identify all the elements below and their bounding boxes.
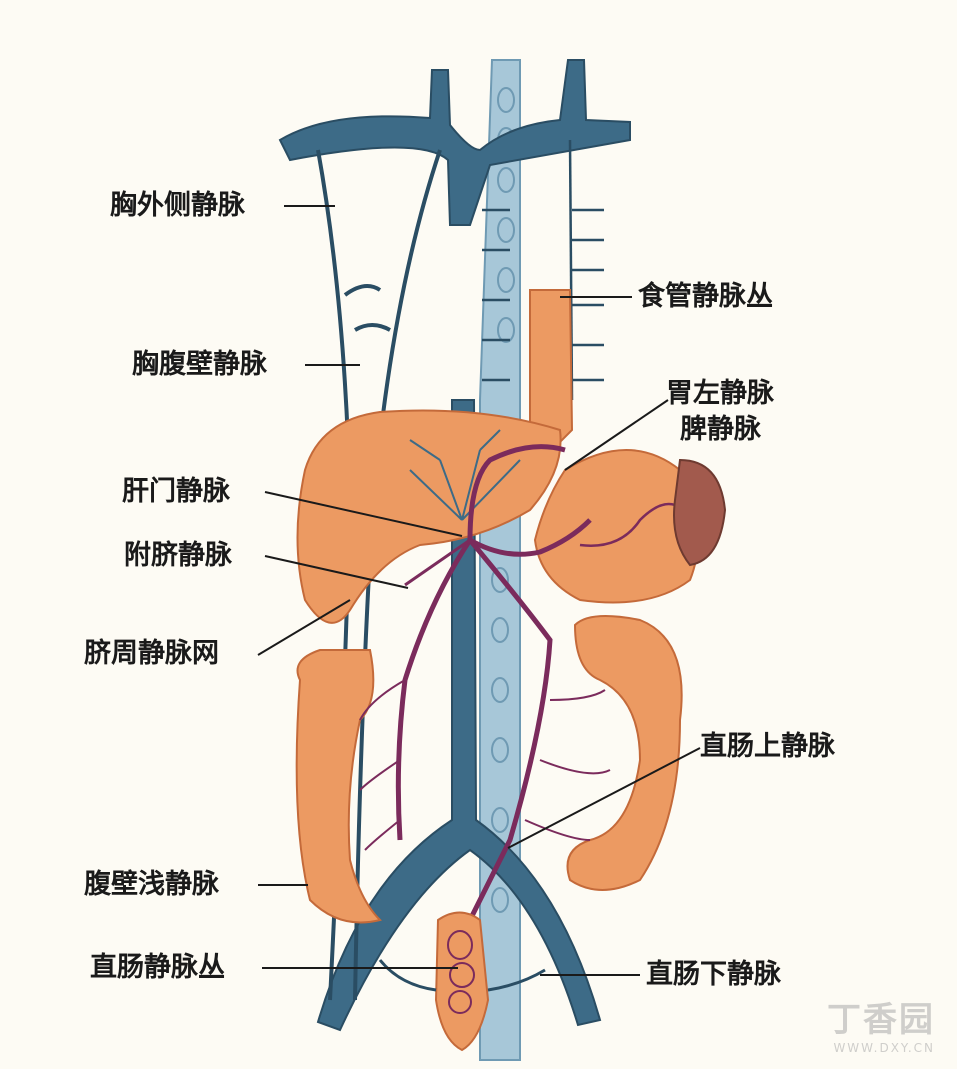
label-rectal-venous-plexus: 直肠静脉丛 [90,952,225,983]
label-superficial-epigastric-vein: 腹壁浅静脉 [84,869,219,900]
spleen [673,458,727,567]
watermark: 丁香园 WWW.DXY.CN [827,992,935,1055]
inferior-caval-system [316,399,602,1032]
inferior-rectal-veins [378,959,546,992]
label-hepatic-portal-vein: 肝门静脉 [122,476,230,507]
label-inferior-rectal-vein: 直肠下静脉 [646,959,781,990]
label-superior-rectal-vein: 直肠上静脉 [700,731,835,762]
label-thoracoepigastric-vein: 胸腹壁静脉 [132,349,267,380]
label-periumbilical-plexus: 脐周静脉网 [84,638,219,669]
ascending-colon [295,649,382,924]
descending-colon [566,615,683,891]
label-esophageal-venous-plexus: 食管静脉丛 [638,281,773,312]
stomach [533,449,699,604]
rectal-venous-plexus [447,930,475,1014]
label-paraumbilical-vein: 附脐静脉 [124,540,232,571]
label-left-gastric-vein: 胃左静脉 [666,378,774,409]
esophagus [529,289,574,452]
superior-caval-system [278,59,631,226]
label-lateral-thoracic-vein: 胸外侧静脉 [110,190,245,221]
stomach-vessel [579,502,676,547]
watermark-url: WWW.DXY.CN [833,1041,935,1055]
label-splenic-vein: 脾静脉 [680,414,761,445]
watermark-mark: 丁香园 [827,1000,935,1040]
liver [296,409,562,624]
